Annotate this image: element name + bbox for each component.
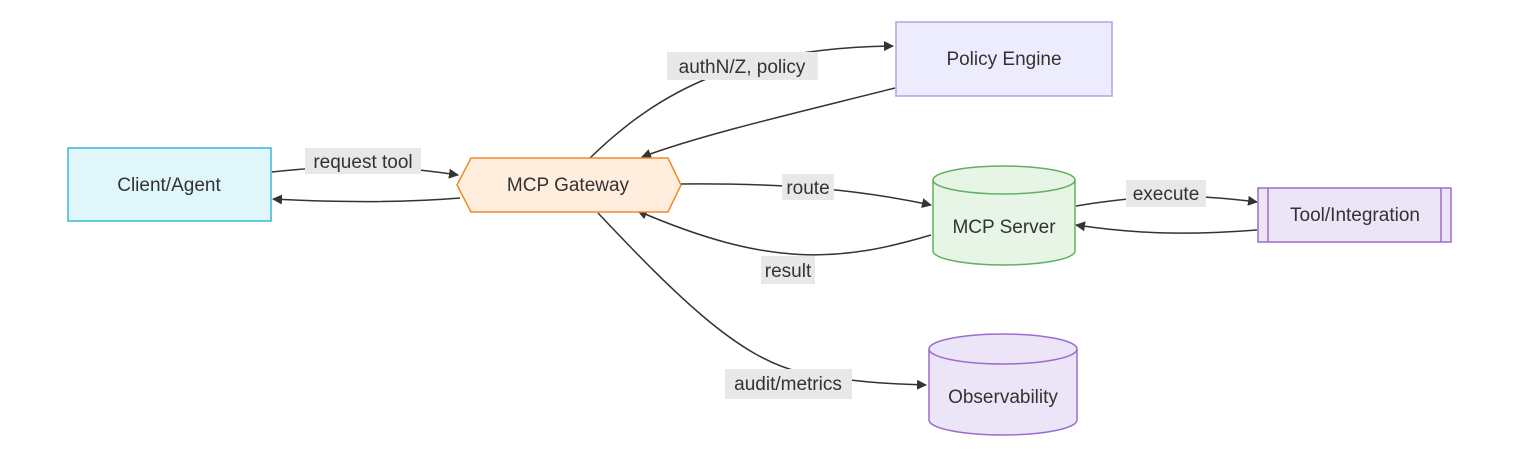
node-client-agent[interactable]: Client/Agent: [67, 147, 272, 222]
edge-gateway-to-client: [272, 194, 461, 205]
tool-integration-label: Tool/Integration: [1290, 205, 1420, 226]
node-tool-integration[interactable]: Tool/Integration: [1257, 187, 1452, 243]
svg-text:execute: execute: [1133, 184, 1200, 205]
mcp-gateway-label: MCP Gateway: [507, 175, 630, 196]
node-observability[interactable]: Observability: [928, 333, 1078, 436]
svg-text:result: result: [765, 261, 812, 282]
mcp-server-label: MCP Server: [952, 217, 1056, 238]
svg-text:audit/metrics: audit/metrics: [734, 374, 842, 395]
edge-server-to-gateway: [637, 209, 932, 256]
svg-text:authN/Z, policy: authN/Z, policy: [679, 57, 806, 78]
edge-tool-to-server: [1075, 221, 1258, 234]
client-agent-label: Client/Agent: [117, 175, 221, 196]
svg-text:route: route: [786, 178, 829, 199]
node-mcp-server[interactable]: MCP Server: [932, 165, 1076, 266]
edge-gateway-to-observability: [597, 212, 927, 390]
edge-label-authz-policy: authN/Z, policy: [667, 52, 818, 80]
node-policy-engine[interactable]: Policy Engine: [895, 21, 1113, 97]
node-mcp-gateway[interactable]: MCP Gateway: [456, 157, 682, 213]
edge-label-execute: execute: [1126, 180, 1206, 207]
edge-label-route: route: [782, 174, 834, 200]
edge-label-request-tool: request tool: [305, 148, 421, 174]
policy-engine-label: Policy Engine: [946, 49, 1061, 70]
svg-text:request tool: request tool: [313, 152, 412, 173]
observability-label: Observability: [948, 387, 1058, 408]
edge-policy-to-gateway: [641, 87, 896, 159]
edge-label-result: result: [761, 256, 815, 284]
edge-label-audit-metrics: audit/metrics: [725, 369, 852, 399]
